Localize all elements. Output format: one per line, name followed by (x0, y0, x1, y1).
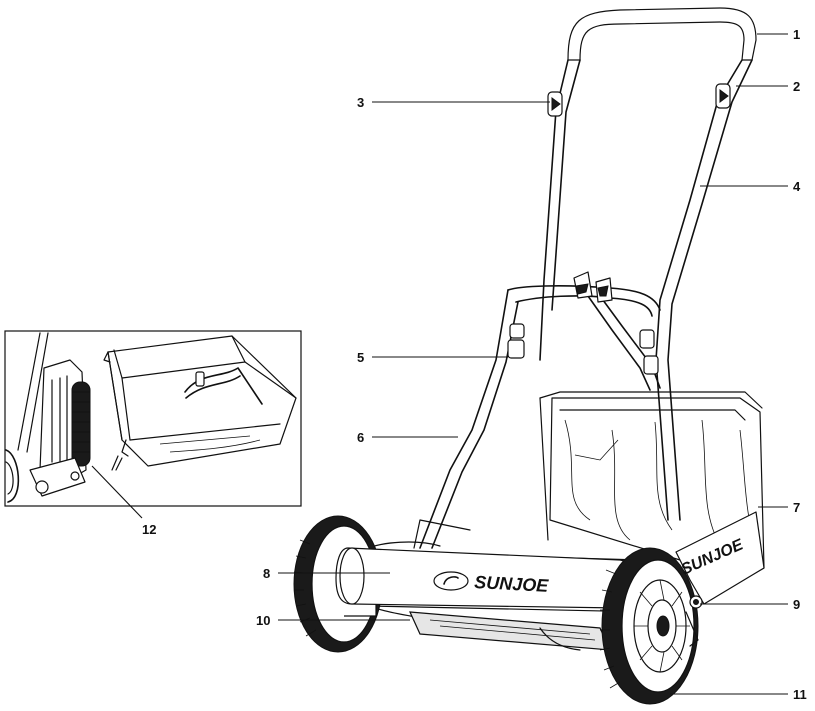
callout-9: 9 (793, 597, 800, 612)
callout-2: 2 (793, 79, 800, 94)
callout-3: 3 (357, 95, 364, 110)
callout-12: 12 (142, 522, 156, 537)
brand-logo-mark (433, 571, 469, 591)
right-wheel (599, 547, 699, 705)
callout-1: 1 (793, 27, 800, 42)
handle-grip (567, 7, 757, 61)
inset-roller-detail (5, 332, 143, 519)
callout-5: 5 (357, 350, 364, 365)
callout-7: 7 (793, 500, 800, 515)
callout-4: 4 (793, 179, 801, 194)
lower-handle (413, 271, 661, 549)
callout-11: 11 (793, 687, 807, 702)
callout-6: 6 (357, 430, 364, 445)
callout-10: 10 (256, 613, 270, 628)
side-plate: SUNJOE (675, 511, 765, 647)
mower: SUNJOE SUNJOE (293, 7, 765, 705)
callout-8: 8 (263, 566, 270, 581)
inset-detail (4, 330, 302, 519)
callout-labels: 1 2 3 4 5 6 7 8 9 10 11 12 (142, 27, 807, 702)
brand-logo-text: SUNJOE (474, 572, 550, 596)
inset-grass-catcher (103, 335, 297, 471)
callout-leaders (278, 33, 788, 695)
inset-roller (71, 381, 91, 467)
lower-knob-left (507, 339, 525, 359)
front-tube: SUNJOE (335, 547, 639, 609)
